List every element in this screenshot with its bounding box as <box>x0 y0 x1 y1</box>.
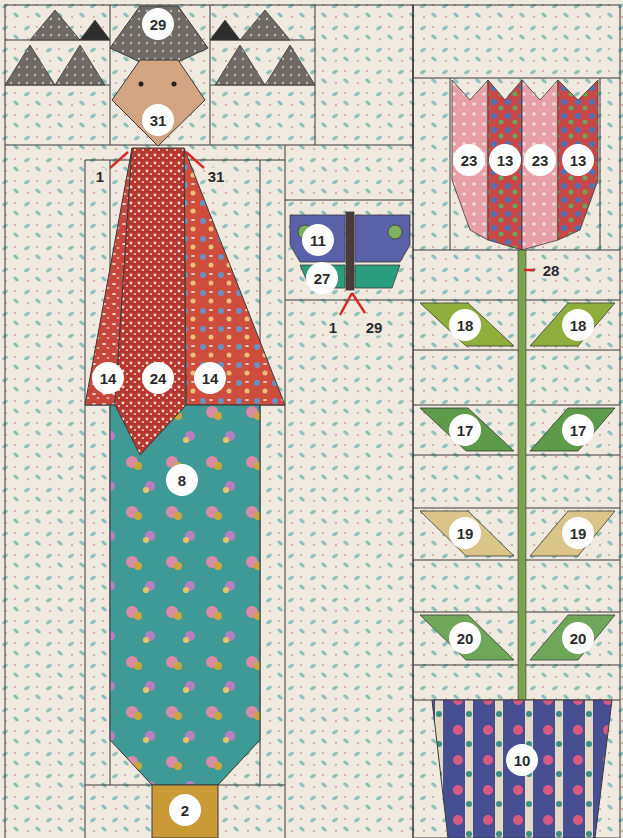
quilt-line <box>210 5 211 145</box>
quilt-polygon <box>530 615 615 660</box>
callout-number: 23 <box>524 144 556 176</box>
quilt-line <box>85 160 86 838</box>
callout-number: 19 <box>562 517 594 549</box>
quilt-polygon <box>420 408 514 451</box>
quilt-line <box>413 560 620 561</box>
quilt-line <box>352 293 365 313</box>
quilt-polygon <box>488 80 522 250</box>
callout-number: 17 <box>449 414 481 446</box>
callout-number: 27 <box>306 262 338 294</box>
dress-right <box>184 148 285 405</box>
face <box>112 60 205 146</box>
quilt-line <box>110 5 111 145</box>
quilt-line <box>413 250 620 251</box>
quilt-line <box>413 78 620 79</box>
callout-number: 29 <box>364 319 385 336</box>
callout-number: 13 <box>562 144 594 176</box>
quilt-line <box>340 293 352 315</box>
callout-number: 2 <box>169 794 201 826</box>
quilt-line <box>413 508 620 509</box>
quilt-polygon <box>530 303 615 346</box>
tulip <box>452 80 598 250</box>
callout-number: 11 <box>302 224 334 256</box>
quilt-polygon <box>5 45 55 85</box>
callout-number: 31 <box>142 104 174 136</box>
quilt-polygon <box>522 80 558 250</box>
quilt-polygon <box>420 303 514 346</box>
seam-lines <box>5 5 620 838</box>
eye <box>139 82 144 87</box>
quilt-line <box>315 5 316 145</box>
quilt-line <box>285 145 286 838</box>
quilt-polygon <box>558 80 598 240</box>
quilt-polygon <box>240 10 290 40</box>
quilt-polygon <box>355 265 400 288</box>
quilt-line <box>450 78 451 250</box>
quilt-rect <box>413 5 620 838</box>
callout-number: 14 <box>92 362 124 394</box>
callout-number: 13 <box>489 144 521 176</box>
quilt-line <box>413 350 620 351</box>
quilt-polygon <box>530 408 615 451</box>
callout-number: 14 <box>194 362 226 394</box>
hair <box>110 6 208 62</box>
callout-number: 8 <box>166 464 198 496</box>
quilt-line <box>5 145 6 838</box>
flower-pot <box>432 700 612 838</box>
quilt-line <box>110 152 128 168</box>
callout-number: 17 <box>562 414 594 446</box>
quilt-polygon <box>210 20 240 40</box>
quilt-polygon <box>30 10 80 40</box>
callout-number: 18 <box>562 309 594 341</box>
quilt-line <box>413 405 620 406</box>
quilt-line <box>524 269 535 272</box>
callout-number: 18 <box>449 309 481 341</box>
quilt-polygon <box>452 80 488 240</box>
callout-number: 20 <box>449 622 481 654</box>
callout-number: 28 <box>541 262 562 279</box>
quilt-line <box>413 612 620 613</box>
quilt-line <box>285 200 413 201</box>
quilt-line <box>600 78 601 250</box>
leader-lines <box>110 152 535 315</box>
callout-number: 23 <box>453 144 485 176</box>
quilt-line <box>413 300 620 301</box>
quilt-polygon <box>530 511 615 556</box>
quilt-polygon <box>290 215 345 262</box>
leaves <box>420 303 615 660</box>
eye <box>172 82 177 87</box>
quilt-polygon <box>265 45 315 85</box>
skirt <box>110 405 260 785</box>
quilt-polygon <box>420 615 514 660</box>
callout-number: 20 <box>562 622 594 654</box>
shoes <box>152 785 218 838</box>
quilt-rect <box>346 212 354 290</box>
quilt-polygon <box>80 20 110 40</box>
quilt-polygon <box>420 511 514 556</box>
callout-number: 31 <box>206 168 227 185</box>
callout-number: 29 <box>142 8 174 40</box>
callout-number: 10 <box>506 744 538 776</box>
quilt-line <box>413 455 620 456</box>
quilt-circle <box>388 225 402 239</box>
callout-number: 19 <box>449 517 481 549</box>
dress-center <box>115 148 186 455</box>
callout-number: 1 <box>327 319 339 336</box>
quilt-line <box>186 152 204 168</box>
quilt-line <box>413 665 620 666</box>
quilt-polygon <box>355 215 410 262</box>
callout-number: 24 <box>142 362 174 394</box>
stem <box>518 250 526 700</box>
callout-number: 1 <box>94 168 106 185</box>
quilt-polygon <box>215 45 265 85</box>
quilt-rect <box>5 5 413 145</box>
quilt-polygon <box>55 45 105 85</box>
